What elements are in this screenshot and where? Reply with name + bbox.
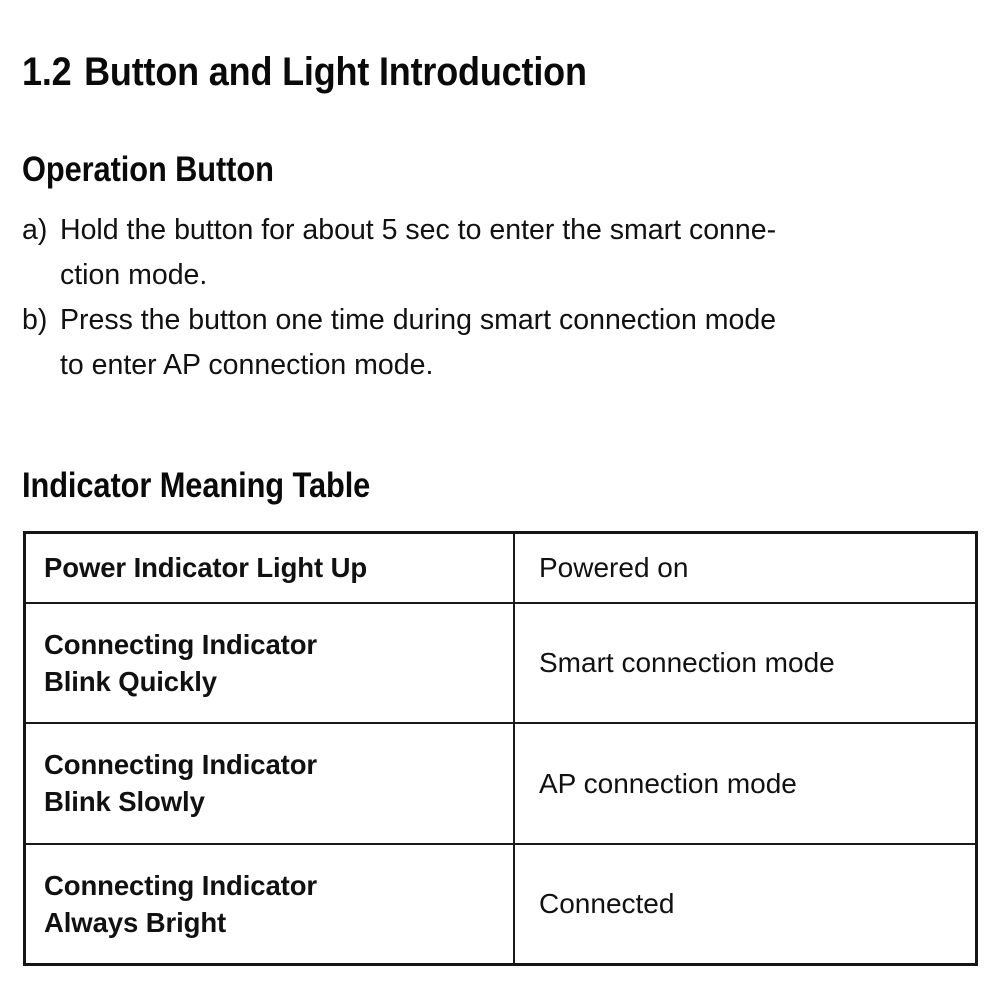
section-number: 1.2 <box>22 49 72 94</box>
subheading-operation-button: Operation Button <box>22 150 274 190</box>
table-cell-line: Blink Quickly <box>44 665 217 697</box>
list-item: a) Hold the button for about 5 sec to en… <box>22 208 972 298</box>
table-cell-line: Connecting Indicator <box>44 749 318 781</box>
indicator-meaning-table: Power Indicator Light Up Powered on Conn… <box>23 531 978 966</box>
list-item-marker: b) <box>22 304 48 336</box>
subheading-indicator-meaning-table: Indicator Meaning Table <box>22 466 371 506</box>
table-cell-meaning: Powered on <box>539 552 689 584</box>
table-cell-meaning: Smart connection mode <box>514 601 975 724</box>
list-item-line: Press the button one time during smart c… <box>60 304 777 336</box>
table-cell-line: Connecting Indicator <box>44 628 318 660</box>
table-cell-indicator: Connecting Indicator Blink Slowly <box>26 722 515 844</box>
table-cell-indicator: Power Indicator Light Up <box>26 534 515 603</box>
table-cell-indicator: Connecting Indicator Blink Quickly <box>26 601 515 724</box>
list-item: b) Press the button one time during smar… <box>22 298 972 388</box>
table-row: Connecting Indicator Always Bright Conne… <box>26 842 975 963</box>
table-row: Connecting Indicator Blink Quickly Smart… <box>26 601 975 724</box>
list-item-marker: a) <box>22 214 48 246</box>
table-cell-meaning: Connected <box>514 842 975 963</box>
table-cell-indicator: Connecting Indicator Always Bright <box>26 842 515 963</box>
list-item-line: ction mode. <box>60 259 208 291</box>
table-row: Power Indicator Light Up Powered on <box>26 534 975 603</box>
table-cell-meaning: AP connection mode <box>514 722 975 844</box>
table-cell-line: Connecting Indicator <box>44 869 318 901</box>
section-heading: 1.2 Button and Light Introduction <box>22 49 587 95</box>
list-item-text: Hold the button for about 5 sec to enter… <box>60 208 972 298</box>
table-cell-line: Power Indicator Light Up <box>44 552 368 584</box>
table-row: Connecting Indicator Blink Slowly AP con… <box>26 722 975 844</box>
table-cell-line: Blink Slowly <box>44 786 205 818</box>
list-item-line: Hold the button for about 5 sec to enter… <box>60 214 777 246</box>
list-item-line: to enter AP connection mode. <box>60 349 434 381</box>
table-cell-line: Always Bright <box>44 906 227 938</box>
list-item-text: Press the button one time during smart c… <box>60 298 972 388</box>
section-title: Button and Light Introduction <box>84 49 587 94</box>
operation-steps-list: a) Hold the button for about 5 sec to en… <box>22 208 972 388</box>
